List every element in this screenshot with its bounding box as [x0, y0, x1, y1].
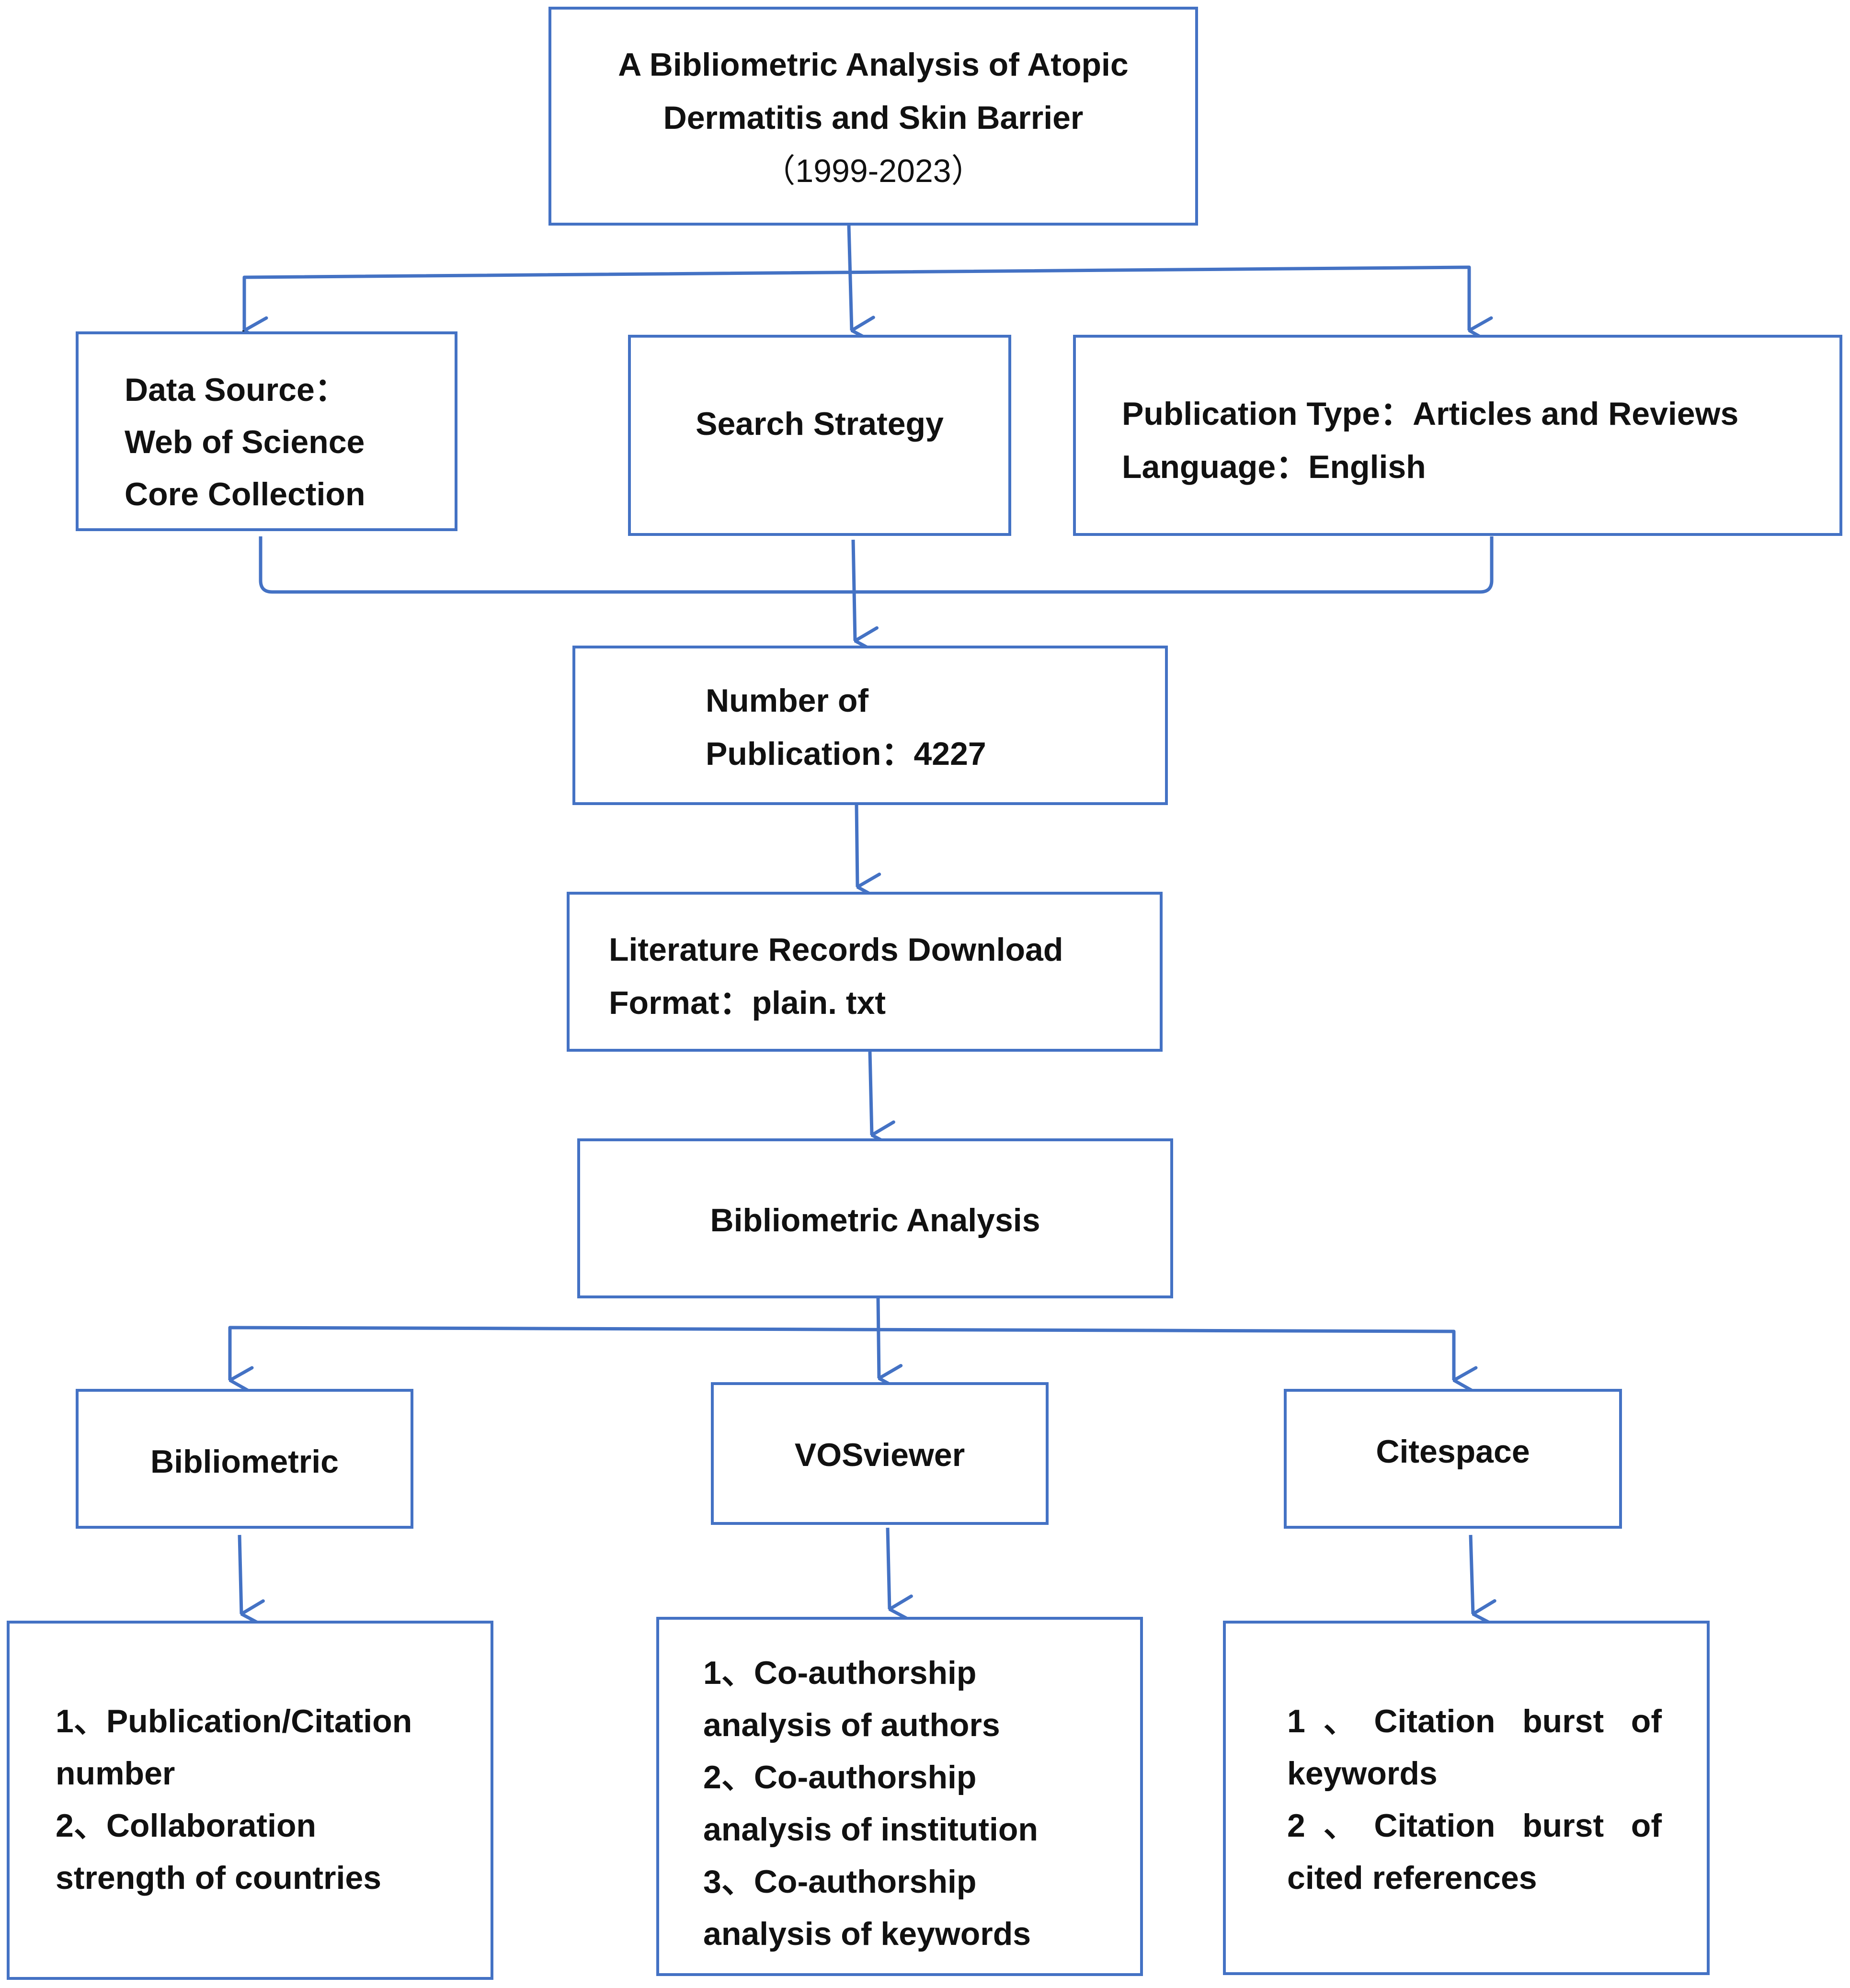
records-download-box: Literature Records Download Format：plain…	[567, 892, 1163, 1052]
number-of-publication-box: Number of Publication：4227	[572, 646, 1168, 805]
search-strategy-box: Search Strategy	[628, 335, 1011, 536]
branch-line-top	[242, 265, 1471, 330]
bibliometric-analysis-label: Bibliometric Analysis	[710, 1202, 1040, 1238]
bibliometric-tool-box: Bibliometric	[76, 1389, 413, 1529]
arrow-to-analysis	[868, 1051, 872, 1135]
citespace-results-box: 1、Citation burst of keywords 2、Citation …	[1223, 1621, 1710, 1975]
arrow-to-number	[851, 539, 855, 641]
title-box: A Bibliometric Analysis of Atopic Dermat…	[548, 7, 1198, 226]
bibliometric-results-box: 1、Publication/Citation number 2、Collabor…	[7, 1621, 493, 1980]
citespace-result-1: 1、Citation burst of	[1287, 1703, 1662, 1739]
language-line: Language：English	[1122, 449, 1426, 485]
citespace-result-2: 2、Citation burst of	[1287, 1807, 1662, 1844]
citespace-result-1-cont: keywords	[1287, 1755, 1438, 1792]
vosviewer-result-1-cont: analysis of authors	[703, 1707, 1000, 1743]
arrow-to-download	[855, 804, 857, 887]
records-download-line-1: Literature Records Download	[609, 932, 1063, 968]
vosviewer-result-3-cont: analysis of keywords	[703, 1916, 1031, 1952]
title-line-3: （1999-2023）	[763, 153, 984, 189]
publication-type-line: Publication Type：Articles and Reviews	[1122, 396, 1739, 432]
data-source-line-3: Core Collection	[125, 476, 365, 512]
vosviewer-tool-label: VOSviewer	[794, 1437, 965, 1473]
vosviewer-result-3: 3、Co-authorship	[703, 1863, 977, 1900]
arrow-to-vosviewer	[876, 1297, 879, 1378]
title-line-1: A Bibliometric Analysis of Atopic	[618, 46, 1129, 83]
vosviewer-results-box: 1、Co-authorship analysis of authors 2、Co…	[656, 1617, 1143, 1976]
bibliometric-result-1: 1、Publication/Citation	[56, 1703, 412, 1739]
arrow-to-vosviewer-results	[886, 1527, 890, 1609]
vosviewer-result-2: 2、Co-authorship	[703, 1759, 977, 1795]
vosviewer-tool-box: VOSviewer	[711, 1382, 1049, 1525]
data-source-label: Data Source：	[125, 372, 347, 408]
arrow-to-bibliometric-results	[238, 1534, 241, 1614]
number-line-1: Number of	[706, 682, 868, 719]
citespace-tool-label: Citespace	[1376, 1433, 1530, 1470]
citespace-result-2-cont: cited references	[1287, 1860, 1537, 1896]
records-download-line-2: Format：plain. txt	[609, 985, 886, 1021]
branch-line-bottom	[228, 1326, 1456, 1380]
bibliometric-result-2-cont: strength of countries	[56, 1860, 382, 1896]
data-source-box: Data Source： Web of Science Core Collect…	[76, 331, 457, 531]
bibliometric-tool-label: Bibliometric	[150, 1443, 339, 1480]
citespace-tool-box: Citespace	[1284, 1389, 1622, 1529]
bibliometric-result-2: 2、Collaboration	[56, 1807, 317, 1844]
merge-line	[259, 536, 1494, 594]
title-line-2: Dermatitis and Skin Barrier	[663, 100, 1084, 136]
number-line-2: Publication：4227	[706, 736, 986, 772]
bibliometric-result-1-cont: number	[56, 1755, 175, 1792]
arrow-to-citespace-results	[1469, 1534, 1473, 1614]
arrow-title-to-search	[847, 225, 852, 330]
search-strategy-label: Search Strategy	[696, 406, 944, 442]
publication-type-box: Publication Type：Articles and Reviews La…	[1073, 335, 1842, 536]
vosviewer-result-2-cont: analysis of institution	[703, 1811, 1038, 1848]
data-source-line-2: Web of Science	[125, 424, 365, 460]
vosviewer-result-1: 1、Co-authorship	[703, 1655, 977, 1691]
bibliometric-analysis-box: Bibliometric Analysis	[577, 1138, 1173, 1298]
